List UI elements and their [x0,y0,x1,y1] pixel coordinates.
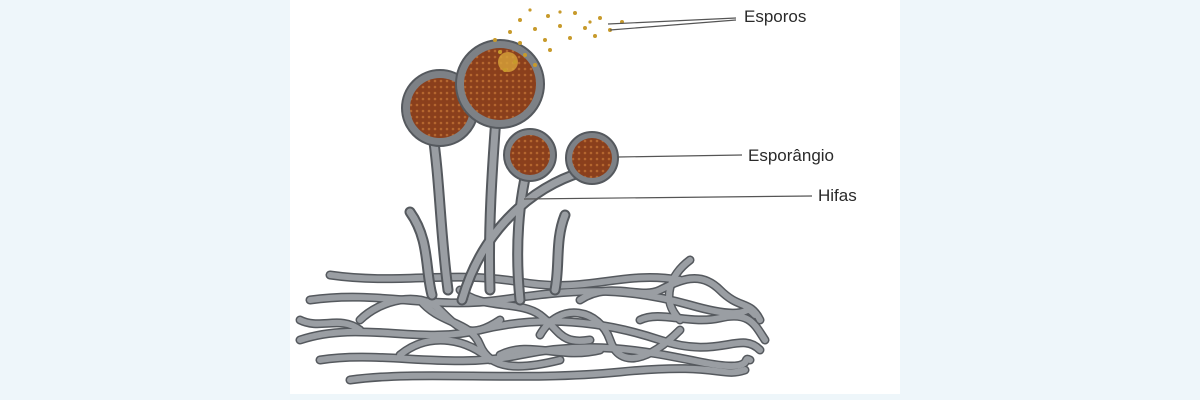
label-hyphae: Hifas [818,186,857,205]
sporangia [401,39,619,185]
label-sporangium: Esporângio [748,146,835,165]
sporangium-large-right [455,39,545,129]
leader-line-sporangium [617,154,743,158]
leader-line-hyphae [523,195,813,200]
leader-line-spores-1 [607,17,737,25]
leader-line-spores-2 [609,19,737,31]
mycelium-mat [295,255,770,385]
label-spores: Esporos [744,7,807,26]
leader-lines [523,17,813,200]
sporangium-small-right [565,131,619,185]
sporangium-small-left [503,128,557,182]
